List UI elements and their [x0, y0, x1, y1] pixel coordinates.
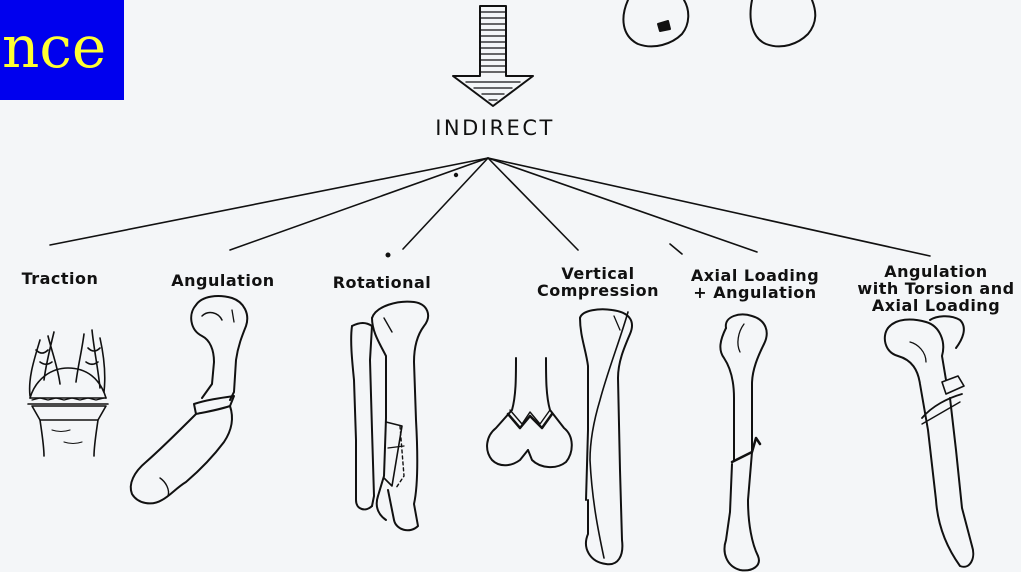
axial-loading-bone-illustration [720, 315, 766, 571]
angulation-bone-illustration [131, 296, 247, 503]
branch-label-axial-loading: Axial Loading + Angulation [680, 267, 830, 301]
top-bone-drawings [623, 0, 815, 46]
branch-label-line: Axial Loading [855, 297, 1017, 314]
branch-label-line: Compression [530, 282, 666, 299]
torsion-axial-bone-illustration [885, 316, 973, 567]
traction-bone-illustration [28, 330, 108, 456]
vertical-compression-knee-illustration [487, 358, 572, 467]
branch-label-traction: Traction [5, 270, 115, 287]
branch-label-line: Angulation [158, 272, 288, 289]
connector-axial-loading [488, 158, 757, 252]
branch-label-vertical-compression: Vertical Compression [530, 265, 666, 299]
branch-label-line: with Torsion and [855, 280, 1017, 297]
diagram-root-label: INDIRECT [413, 120, 577, 137]
branch-label-rotational: Rotational [320, 274, 444, 291]
rotational-bone-illustration [351, 302, 428, 531]
branch-label-line: Axial Loading [680, 267, 830, 284]
branch-label-line: Angulation [855, 263, 1017, 280]
branch-label-line: Traction [5, 270, 115, 287]
connector-angulation [230, 158, 488, 250]
connector-traction [50, 158, 488, 245]
branch-label-line: Rotational [320, 274, 444, 291]
connector-vertical-compression [488, 158, 578, 250]
down-arrow-icon [453, 6, 533, 106]
connector-lines [50, 158, 930, 256]
branch-label-angulation: Angulation [158, 272, 288, 289]
branch-label-line: + Angulation [680, 284, 830, 301]
vertical-compression-bone-illustration [580, 309, 632, 564]
connector-torsion [488, 158, 930, 256]
branch-label-torsion-axial: Angulation with Torsion and Axial Loadin… [855, 263, 1017, 314]
branch-label-line: Vertical [530, 265, 666, 282]
